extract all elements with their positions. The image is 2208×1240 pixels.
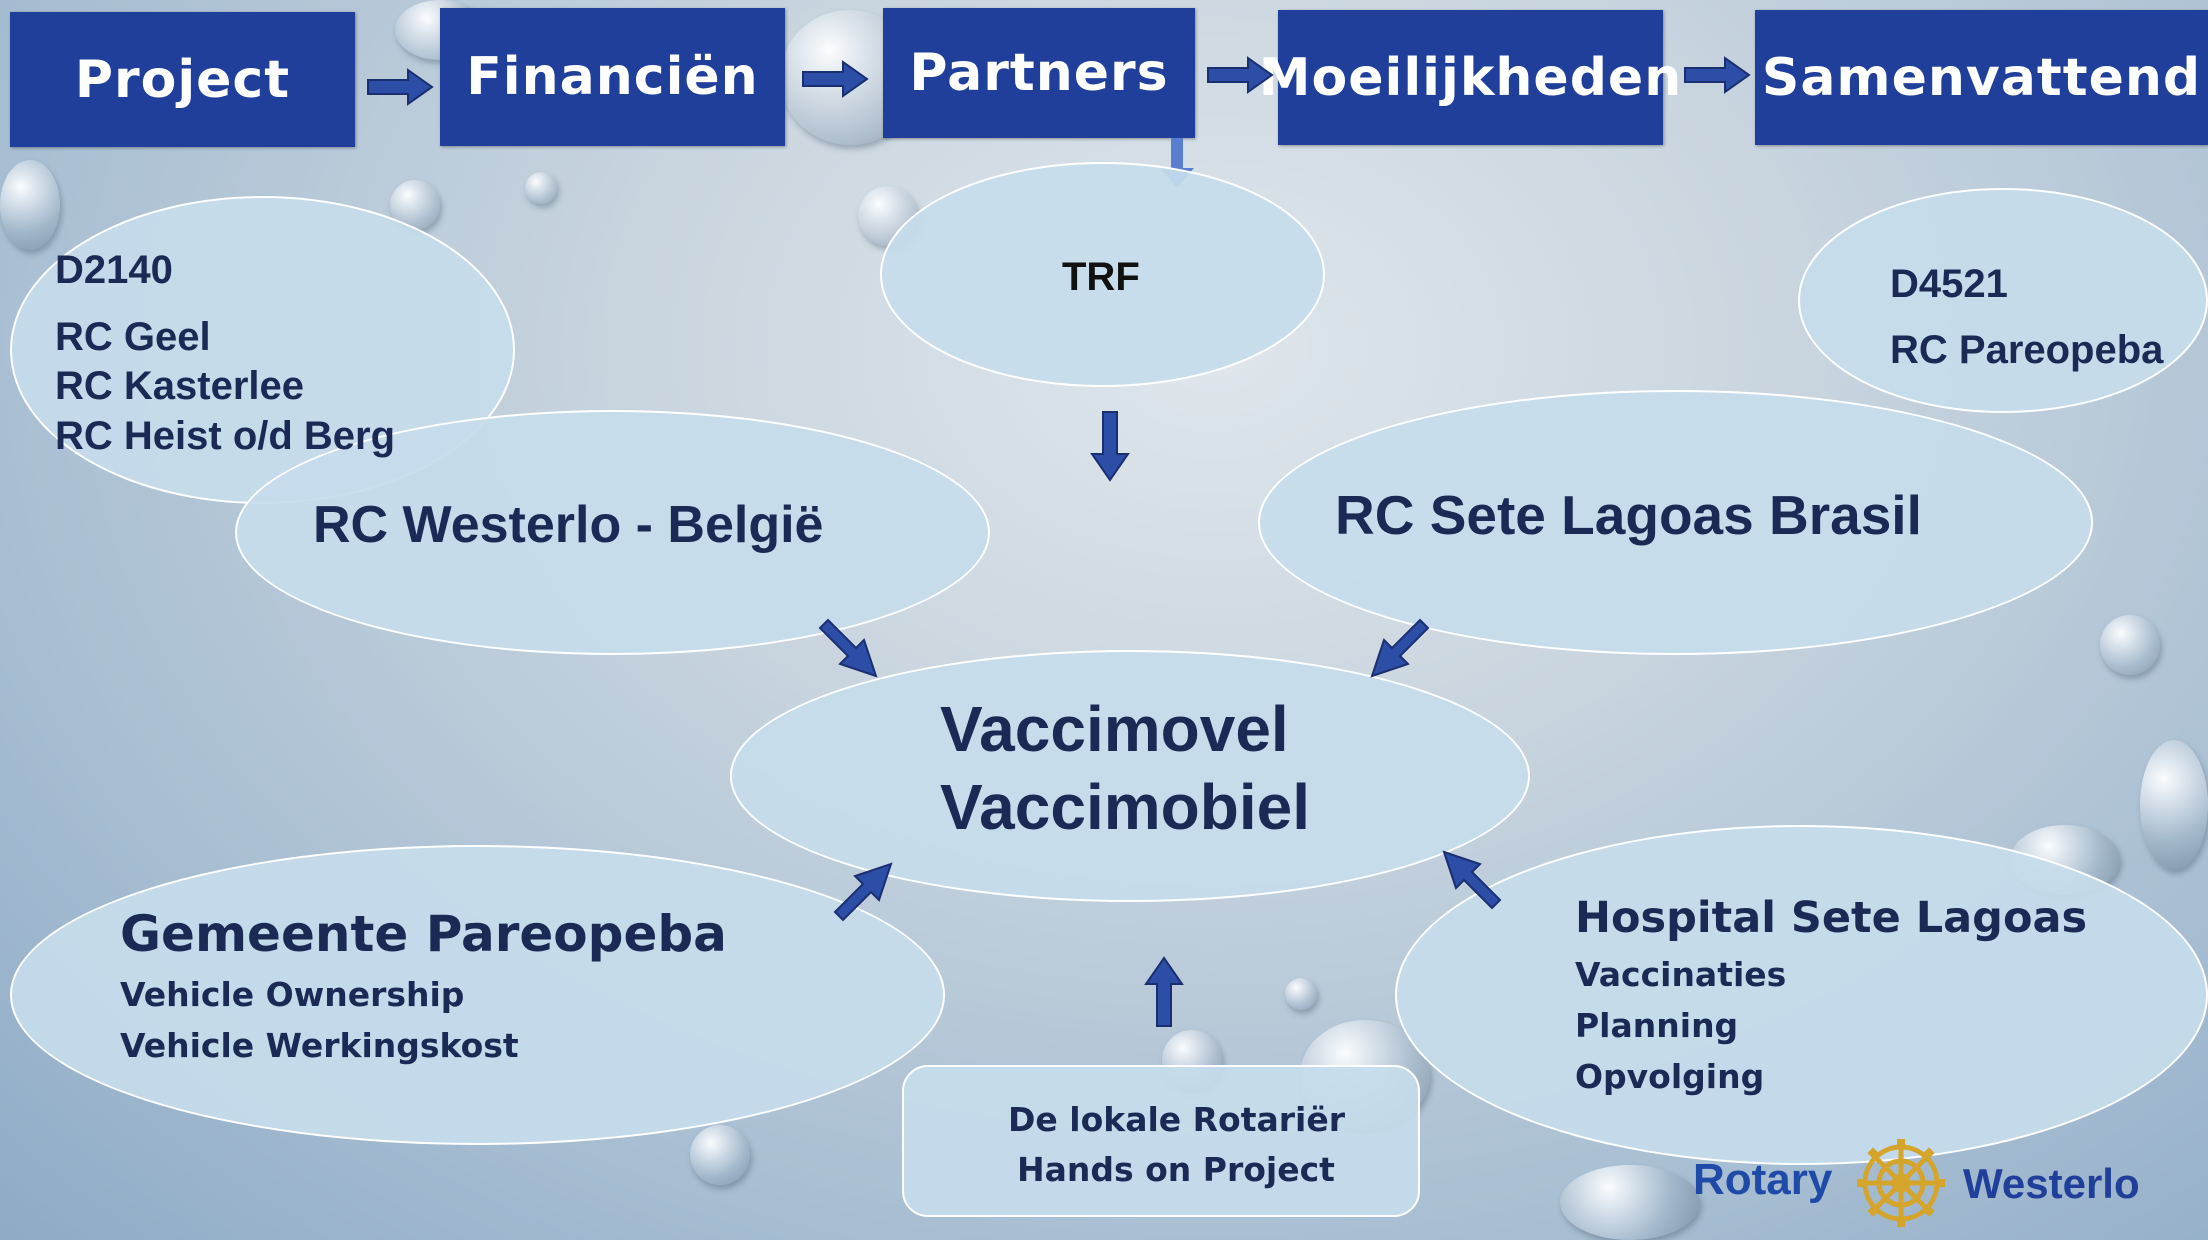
nav-step-label: Partners [909, 43, 1169, 103]
hospital-node [1395, 825, 2208, 1165]
d2140-line: RC Heist o/d Berg [55, 414, 396, 458]
hospital-line: Vaccinaties [1575, 955, 1787, 994]
down-right-arrow-icon [818, 618, 878, 678]
right-arrow-icon [1207, 56, 1274, 94]
rotarier-node [902, 1065, 1420, 1217]
d2140-line: RC Geel [55, 315, 211, 359]
setelagoas-title: RC Sete Lagoas Brasil [1335, 484, 1922, 546]
d4521-line: RC Pareopeba [1890, 328, 2164, 372]
gemeente-title: Gemeente Pareopeba [120, 905, 727, 963]
up-arrow-icon [1144, 956, 1184, 1027]
water-drop [690, 1125, 750, 1185]
rotary-wheel-icon [1857, 1139, 1945, 1227]
right-arrow-icon [1684, 56, 1751, 94]
water-drop [2100, 615, 2160, 675]
trf-node [880, 162, 1325, 387]
water-drop [525, 172, 557, 204]
westerlo-logo-text: Westerlo [1963, 1160, 2140, 1207]
nav-step-samenvattend[interactable]: Samenvattend [1755, 10, 2208, 145]
westerlo-node [235, 410, 990, 655]
water-drop [1285, 978, 1317, 1010]
d2140-title: D2140 [55, 248, 173, 292]
d4521-title: D4521 [1890, 262, 2008, 306]
rotary-logo-text: Rotary [1693, 1155, 1833, 1204]
nav-step-project[interactable]: Project [10, 12, 355, 147]
d2140-line: RC Kasterlee [55, 364, 305, 408]
right-arrow-icon [367, 68, 434, 106]
water-drop [1560, 1165, 1700, 1240]
westerlo-title: RC Westerlo - België [313, 496, 824, 554]
hospital-line: Opvolging [1575, 1057, 1765, 1096]
setelagoas-node [1258, 390, 2093, 655]
gemeente-line: Vehicle Werkingskost [120, 1026, 519, 1065]
gemeente-node [10, 845, 945, 1145]
d4521-node [1798, 188, 2208, 413]
water-drop [0, 160, 60, 250]
rotarier-line: Hands on Project [1017, 1150, 1335, 1189]
gemeente-line: Vehicle Ownership [120, 975, 465, 1014]
up-right-arrow-icon [833, 862, 893, 922]
down-left-arrow-icon [1370, 618, 1430, 678]
center-node [730, 650, 1530, 902]
center-title-2: Vaccimobiel [940, 771, 1310, 843]
nav-step-label: Samenvattend [1761, 47, 2202, 108]
down-arrow-icon [1090, 411, 1130, 482]
right-arrow-icon [802, 60, 869, 98]
center-title-1: Vaccimovel [940, 693, 1289, 765]
nav-step-moeilijkheden[interactable]: Moeilijkheden [1259, 10, 1681, 145]
nav-step-label: Moeilijkheden [1258, 47, 1683, 108]
rotarier-line: De lokale Rotariër [1008, 1100, 1346, 1139]
water-drop [2140, 740, 2208, 870]
nav-step-financien[interactable]: Financiën [440, 8, 785, 146]
nav-step-label: Project [74, 49, 291, 110]
nav-step-partners[interactable]: Partners [883, 8, 1195, 138]
trf-title: TRF [1062, 255, 1140, 299]
hospital-title: Hospital Sete Lagoas [1575, 893, 2088, 943]
nav-step-label: Financiën [466, 47, 759, 107]
up-left-arrow-icon [1442, 850, 1502, 910]
hospital-line: Planning [1575, 1006, 1739, 1045]
